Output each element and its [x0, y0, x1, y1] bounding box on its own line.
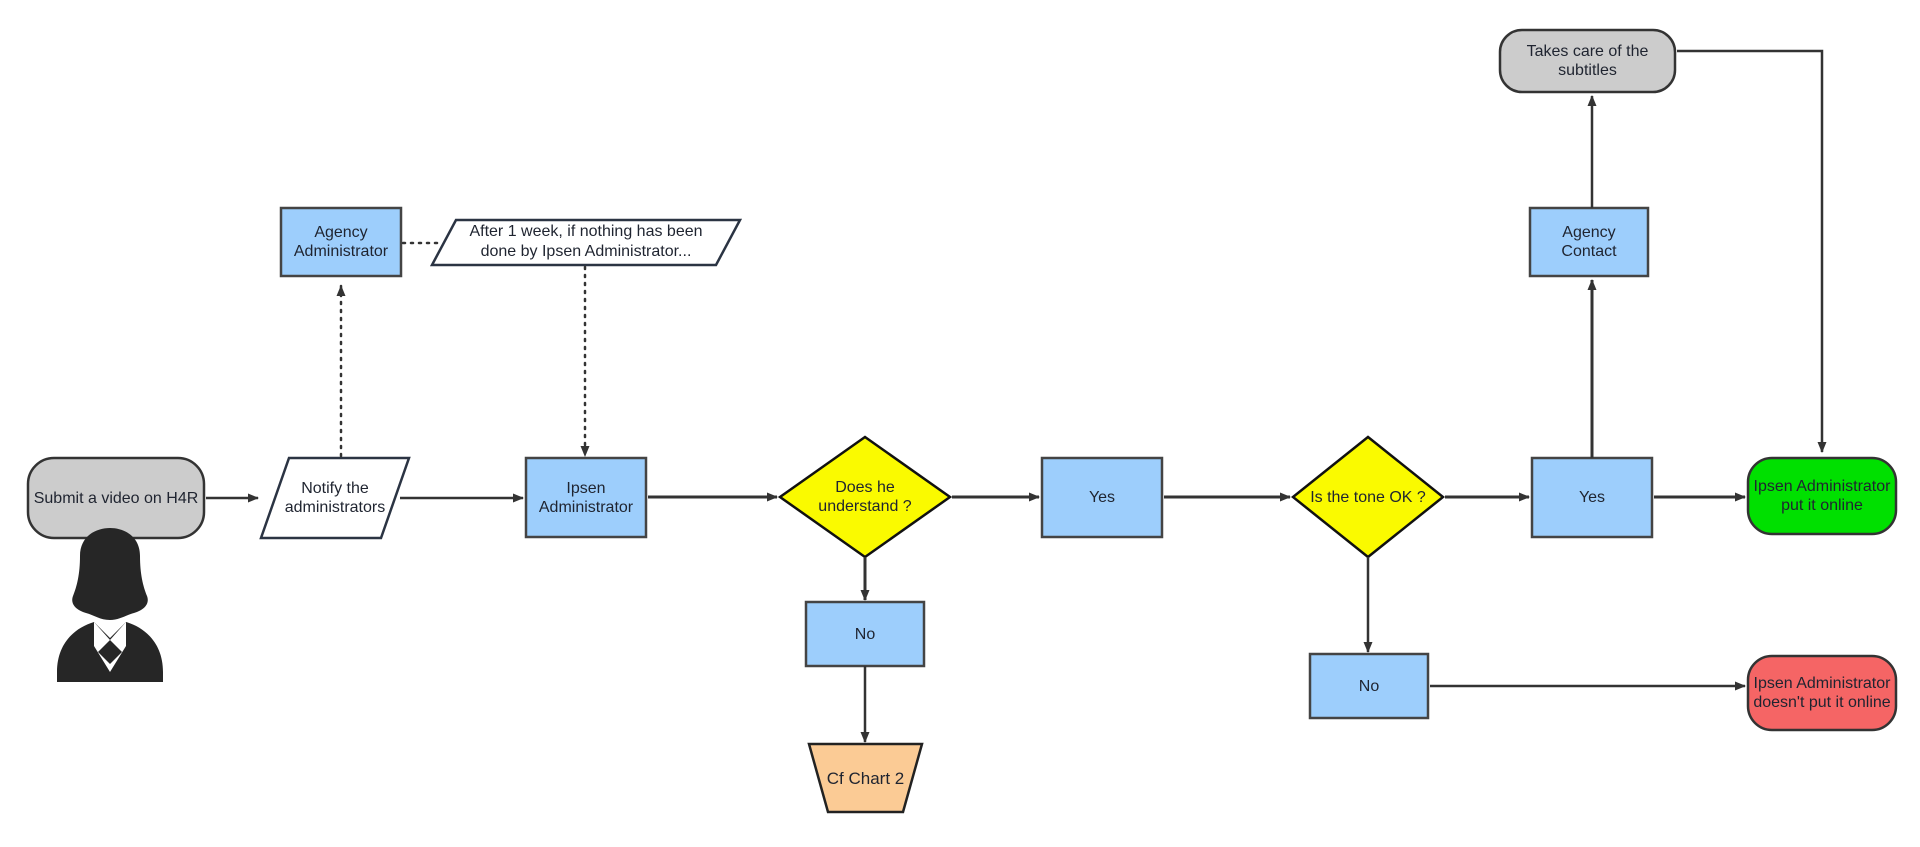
node-yes-understand[interactable]: [1040, 456, 1164, 539]
node-ipsen-admin[interactable]: [524, 456, 648, 539]
node-put-online[interactable]: [1746, 456, 1898, 536]
node-notify[interactable]: [259, 456, 411, 540]
edge-subtitles-to-put-online: [1677, 49, 1827, 453]
node-not-online[interactable]: [1746, 654, 1898, 732]
node-submit[interactable]: [26, 456, 206, 540]
node-yes-tone[interactable]: [1530, 456, 1654, 539]
node-understand[interactable]: [777, 435, 953, 559]
node-no-tone[interactable]: [1308, 652, 1430, 720]
node-tone-ok[interactable]: [1290, 435, 1446, 559]
node-agency-admin[interactable]: [279, 206, 403, 278]
user-avatar: [57, 528, 163, 682]
node-cf-chart2[interactable]: [807, 742, 924, 814]
node-no-understand[interactable]: [804, 600, 926, 668]
node-subtitles[interactable]: [1498, 28, 1677, 94]
node-note-week[interactable]: [429, 218, 743, 267]
node-agency-contact[interactable]: [1528, 206, 1650, 278]
